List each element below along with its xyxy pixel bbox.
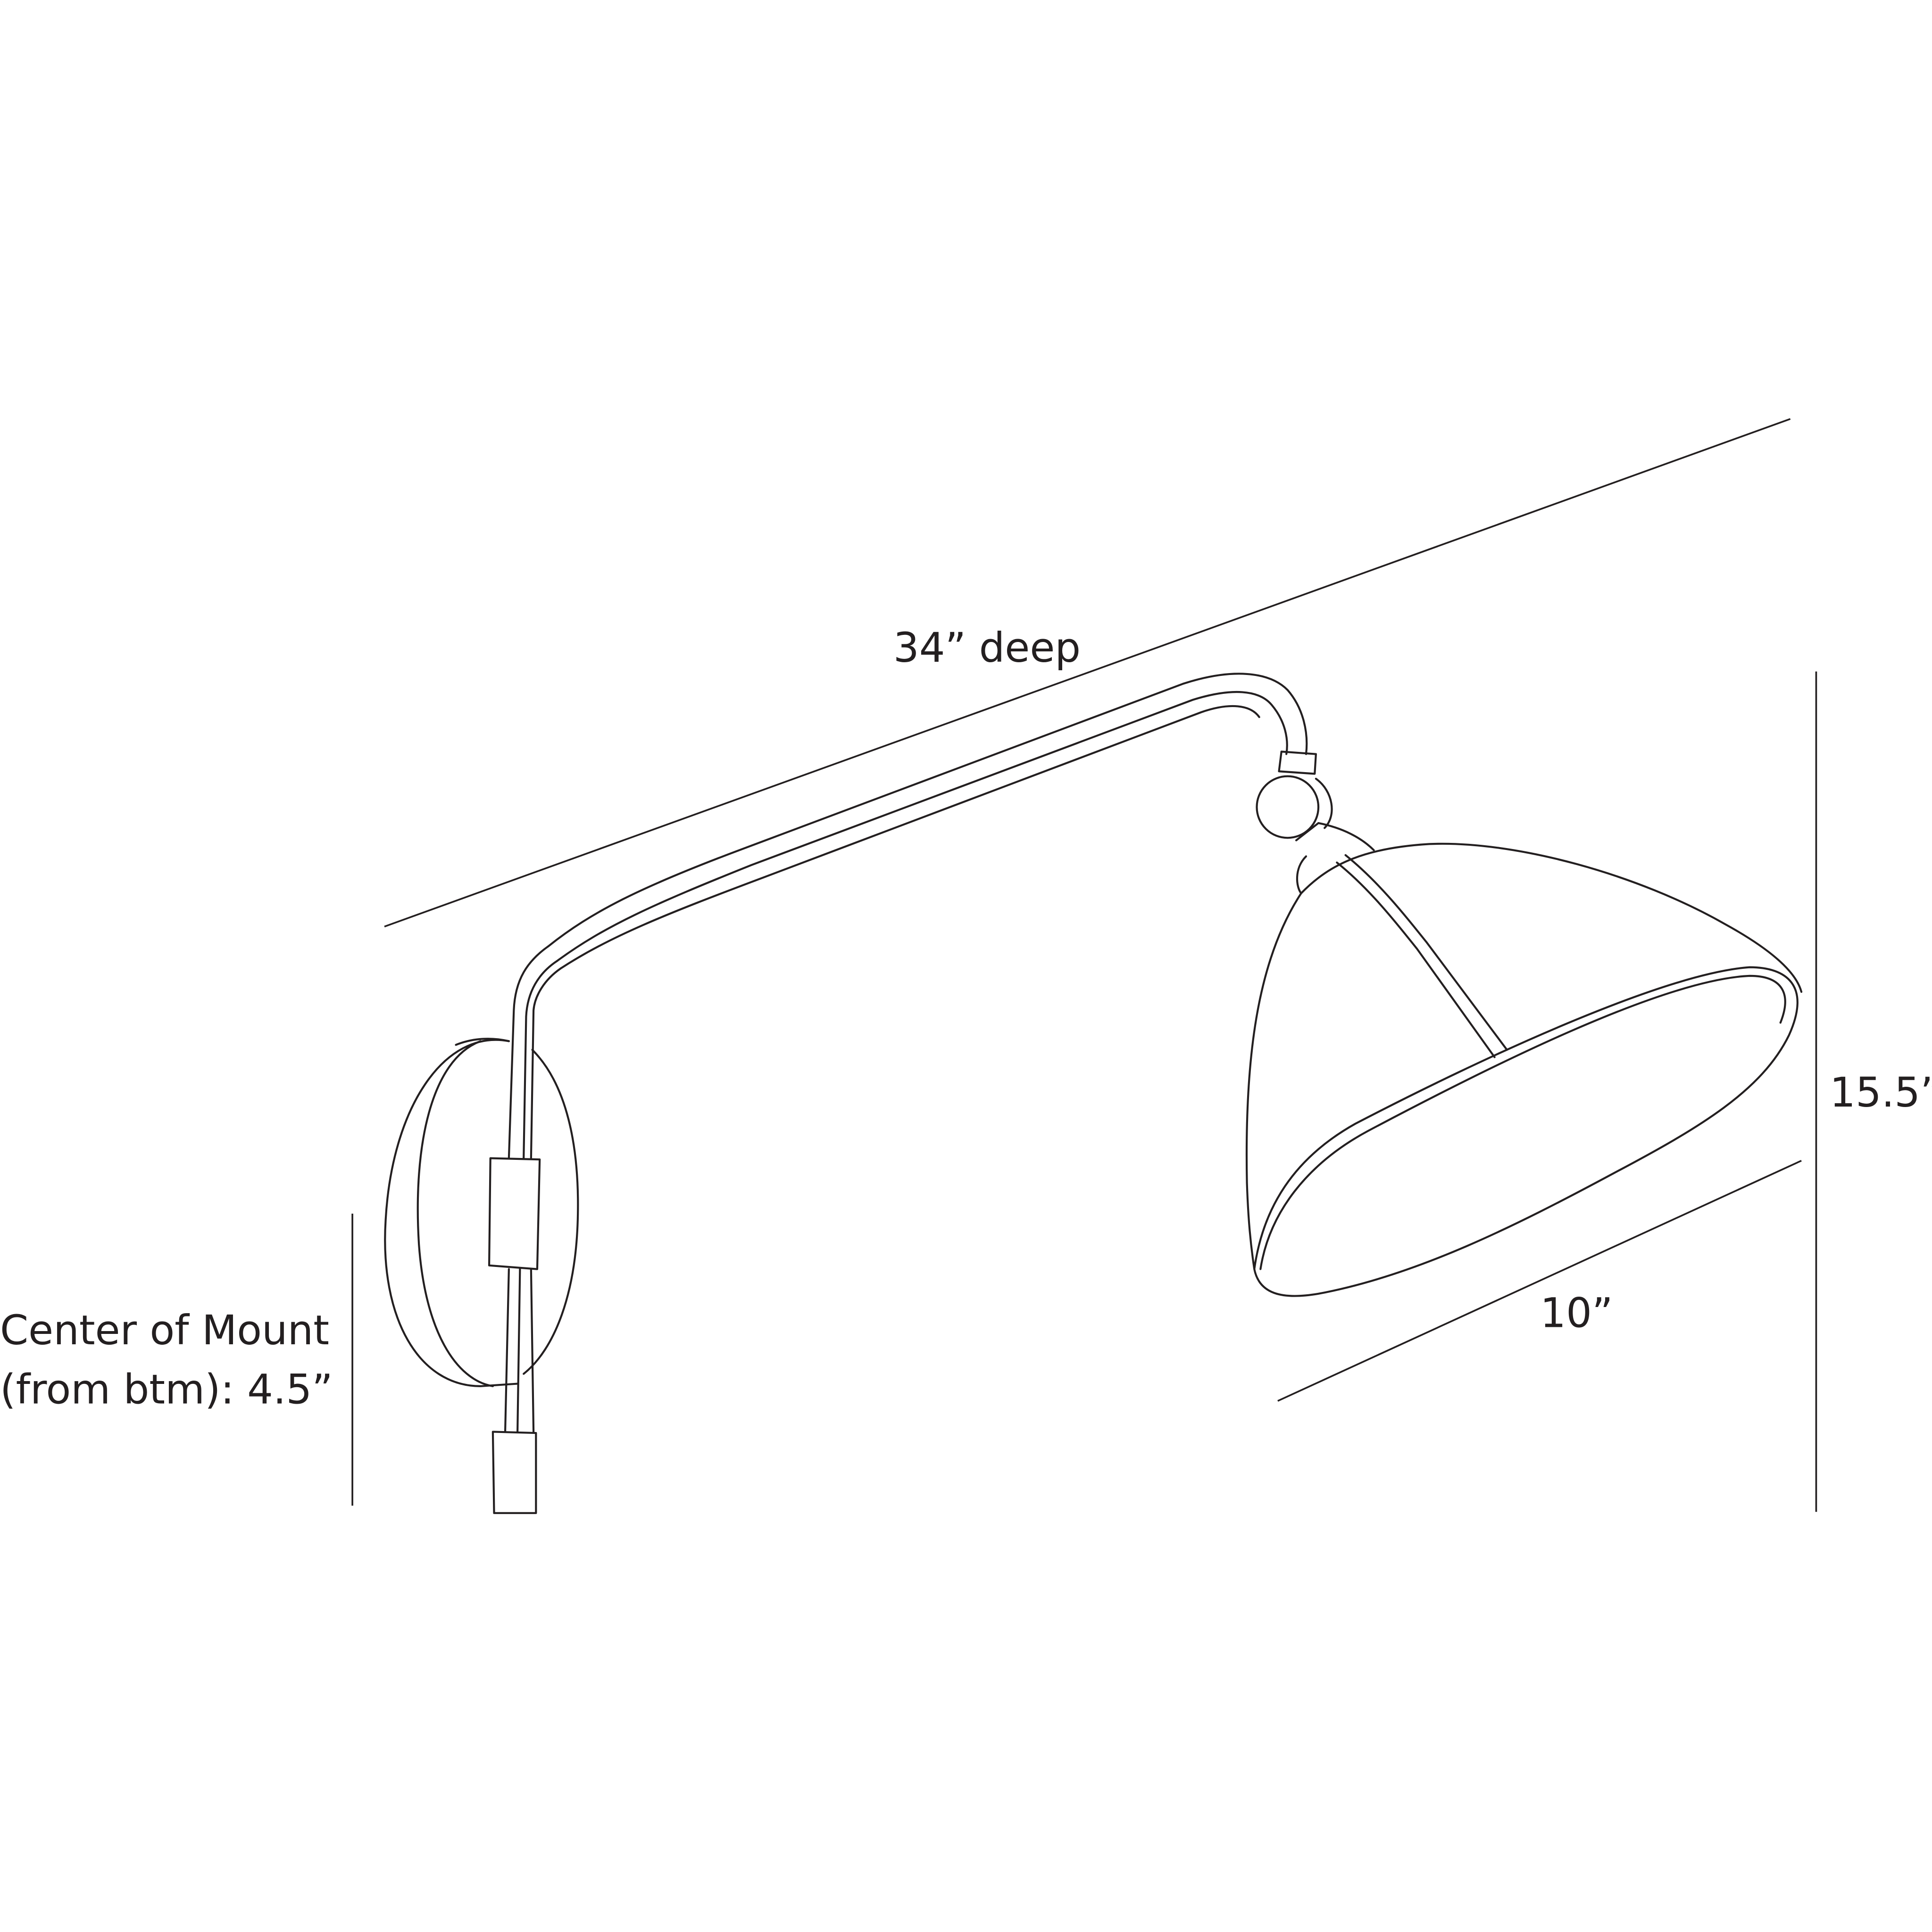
mount-center-label-line1: Center of Mount: [0, 1307, 329, 1354]
stem-collar: [488, 1157, 541, 1270]
wall-plate-outer: [384, 1039, 519, 1387]
lamp-shade: [1245, 892, 1799, 1297]
shade-width-label: 10”: [1540, 1290, 1613, 1337]
arm: [547, 673, 1308, 948]
wall-plate-front: [523, 1049, 579, 1375]
height-label: 15.5”: [1830, 1069, 1932, 1116]
swivel-knuckle: [1256, 775, 1320, 839]
depth-dimension-line: [384, 418, 1791, 928]
arm-stem: [504, 945, 558, 1433]
depth-label: 34” deep: [893, 625, 1081, 672]
stem-end-cap: [491, 1431, 537, 1514]
shade-strut: [1336, 854, 1508, 1058]
wall-plate-inner: [416, 1040, 494, 1387]
sconce-drawing: [384, 673, 1803, 1514]
mount-center-label-line2: (from btm): 4.5”: [0, 1366, 333, 1413]
swivel-collar: [1278, 750, 1317, 775]
shade-width-dimension-line: [1277, 1160, 1802, 1402]
